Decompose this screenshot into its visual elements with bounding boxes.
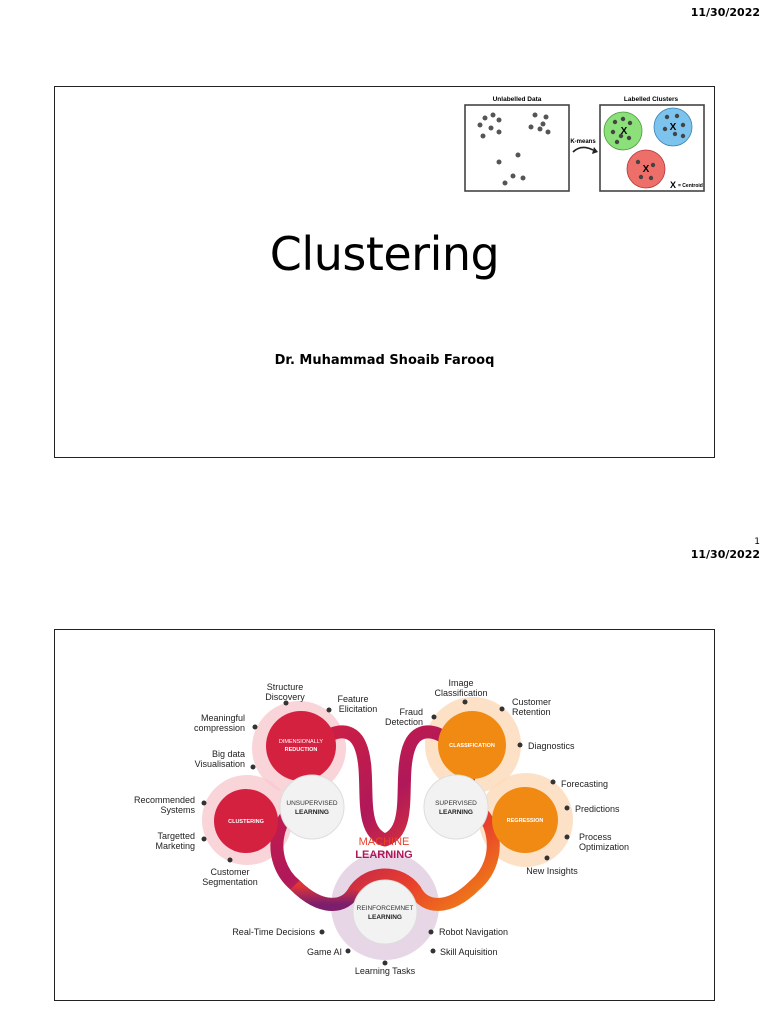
page-date: 11/30/2022 (690, 548, 760, 561)
robot-navigation-label: Robot Navigation (439, 927, 508, 937)
customer-segmentation-2: Segmentation (202, 877, 258, 887)
feature-elicitation-1: Feature (337, 694, 368, 704)
image-classification-1: Image (448, 678, 473, 688)
recommended-1: Recommended (134, 795, 195, 805)
unsupervised-label-2: LEARNING (295, 809, 329, 816)
centroid-legend-marker: X (670, 180, 676, 190)
machine-learning-diagram: DIMENSIONALLY REDUCTION CLUSTERING CLASS… (134, 678, 629, 976)
dimred-label-2: REDUCTION (285, 747, 318, 753)
red-cluster (626, 149, 666, 189)
page-date: 11/30/2022 (690, 6, 760, 19)
title-slide: Unlabelled Data K-means Labelled Cluster… (54, 86, 715, 458)
centroid-legend-label: = Centroid (678, 183, 703, 189)
centroid-marker: X (643, 164, 650, 175)
regression-label: REGRESSION (507, 818, 544, 824)
fraud-detection-2: Detection (385, 717, 423, 727)
big-data-1: Big data (212, 749, 245, 759)
learning-label: LEARNING (355, 849, 412, 861)
diagnostics-label: Diagnostics (528, 741, 575, 751)
unlabelled-data-panel (464, 104, 570, 192)
customer-segmentation-1: Customer (210, 867, 249, 877)
kmeans-arrow-label: K-means (570, 139, 596, 145)
big-data-2: Visualisation (195, 759, 245, 769)
centroid-marker: X (621, 126, 628, 137)
clustering-circle (214, 789, 278, 853)
customer-retention-2: Retention (512, 707, 551, 717)
centroid-marker: X (670, 122, 677, 133)
unsupervised-circle (279, 774, 345, 840)
image-classification-2: Classification (434, 688, 487, 698)
forecasting-label: Forecasting (561, 779, 608, 789)
customer-retention-1: Customer (512, 697, 551, 707)
labelled-clusters-title: Labelled Clusters (624, 96, 679, 103)
page-number: 1 (754, 537, 760, 547)
dimred-label-1: DIMENSIONALLY (279, 739, 324, 745)
meaningful-compression-2: compression (194, 723, 245, 733)
recommended-2: Systems (160, 805, 195, 815)
kmeans-arrow (572, 146, 594, 153)
machine-label: MACHINE (359, 836, 410, 848)
targetted-1: Targetted (157, 831, 195, 841)
real-time-label: Real-Time Decisions (232, 927, 315, 937)
reinforcement-circle (352, 879, 418, 945)
unlabelled-data-title: Unlabelled Data (493, 96, 542, 103)
slide-author: Dr. Muhammad Shoaib Farooq (274, 353, 495, 368)
ml-diagram-slide: DIMENSIONALLY REDUCTION CLUSTERING CLASS… (54, 629, 715, 1001)
meaningful-compression-1: Meaningful (201, 713, 245, 723)
predictions-label: Predictions (575, 804, 620, 814)
bullet-dots (201, 699, 570, 966)
fraud-detection-1: Fraud (399, 707, 423, 717)
regression-circle (492, 787, 558, 853)
kmeans-figure: Unlabelled Data K-means Labelled Cluster… (464, 96, 705, 192)
clustering-label: CLUSTERING (228, 819, 264, 825)
clustered-points (610, 113, 686, 181)
skill-acquisition-label: Skill Aquisition (440, 947, 498, 957)
dimred-circle (266, 711, 336, 781)
diagram-labels: Structure Discovery Feature Elicitation … (134, 678, 629, 976)
targetted-2: Marketing (155, 841, 195, 851)
supervised-label-2: LEARNING (439, 809, 473, 816)
learning-tasks-label: Learning Tasks (355, 966, 416, 976)
feature-elicitation-2: Elicitation (339, 704, 378, 714)
new-insights-label: New Insights (526, 866, 578, 876)
unlabelled-points (477, 112, 551, 186)
classification-label: CLASSIFICATION (449, 743, 495, 749)
classification-circle (438, 711, 506, 779)
supervised-circle (423, 774, 489, 840)
supervised-label-1: SUPERVISED (435, 800, 477, 807)
reinforcement-label-2: LEARNING (368, 914, 402, 921)
process-optimization-1: Process (579, 832, 612, 842)
process-optimization-2: Optimization (579, 842, 629, 852)
structure-discovery-1: Structure (267, 682, 304, 692)
structure-discovery-2: Discovery (265, 692, 305, 702)
unsupervised-label-1: UNSUPERVISED (286, 800, 337, 807)
reinforcement-label-1: REINFORCEMNET (357, 905, 414, 912)
game-ai-label: Game AI (307, 947, 342, 957)
slide-title: Clustering (269, 227, 500, 281)
